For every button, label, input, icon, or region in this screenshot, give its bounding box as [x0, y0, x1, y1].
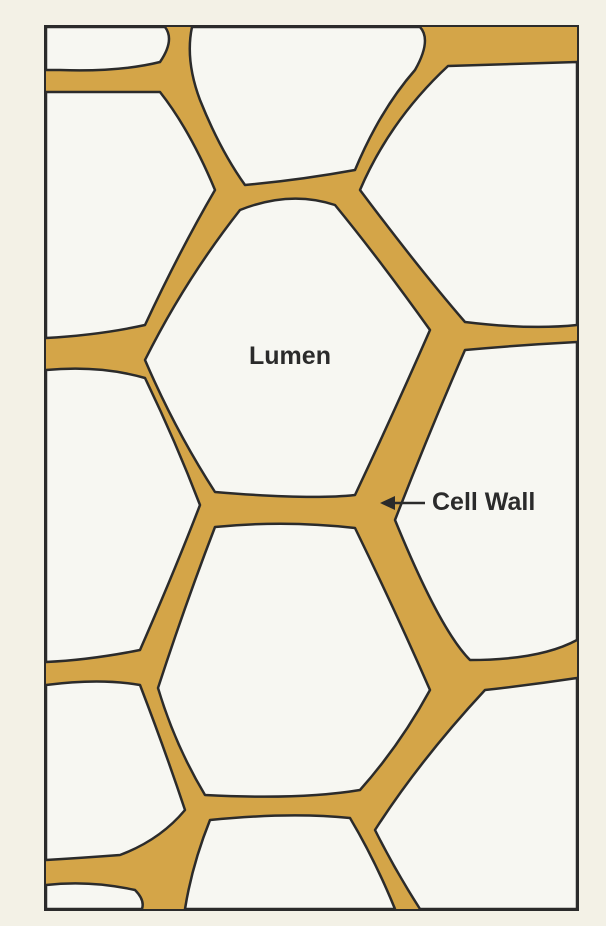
lumen-label: Lumen — [205, 342, 375, 371]
lumen-cell — [46, 27, 169, 70]
cell-wall-label: Cell Wall — [432, 488, 535, 517]
